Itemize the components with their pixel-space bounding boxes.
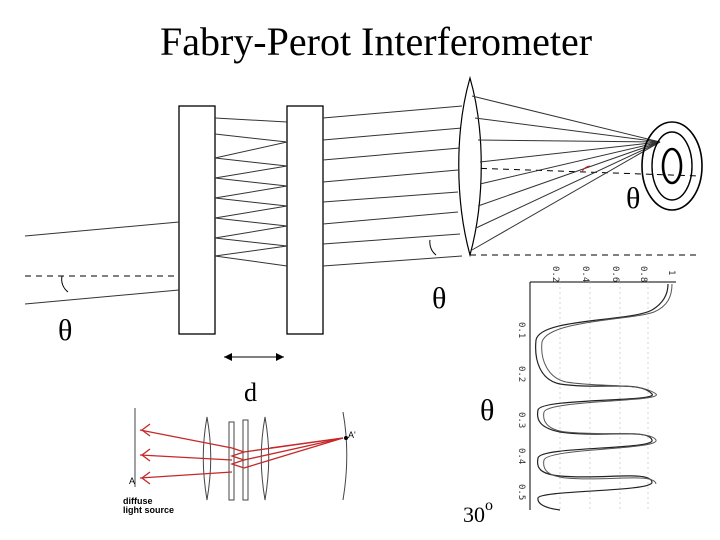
inset-red-rays (139, 423, 344, 485)
etalon-plate-left (178, 105, 216, 335)
inset-setup (134, 408, 348, 501)
profile-tick-top-2: 0.6 (610, 266, 620, 283)
diffuse-source-label: diffuse light source (123, 497, 174, 515)
profile-tick-top-3: 0.8 (638, 266, 648, 283)
image-point-label: A' (348, 430, 356, 440)
angle-arc-left (61, 275, 69, 293)
inset-lens-2 (260, 416, 270, 501)
incoming-rays (24, 221, 180, 305)
profile-tick-left-1: 0.2 (516, 366, 526, 383)
profile-tick-top-0: 0.2 (550, 266, 560, 283)
angle-unit: o (485, 497, 493, 514)
source-point-label: A (129, 476, 136, 486)
profile-tick-left-0: 0.1 (516, 322, 526, 339)
profile-tick-left-3: 0.4 (516, 448, 526, 465)
profile-tick-top-4: 1 (666, 270, 676, 276)
inset-screen (342, 411, 348, 501)
separation-label: d (244, 378, 257, 407)
angle-value-label: 30o (463, 495, 493, 526)
transmission-curve (535, 283, 669, 511)
transmitted-rays (322, 105, 463, 267)
theta-label-incident: θ (58, 314, 73, 347)
transmission-curve-narrow (541, 283, 673, 485)
angle-arc-lens (429, 239, 437, 256)
focused-rays (471, 95, 661, 251)
source-label-line2: light source (123, 505, 175, 515)
theta-label-profile: θ (480, 394, 495, 427)
optical-axis-focal (469, 167, 701, 177)
source-label-line1: diffuse (123, 496, 153, 506)
theta-label-focal: θ (626, 182, 641, 215)
image-point (344, 436, 348, 440)
page-title: Fabry-Perot Interferometer (159, 19, 593, 64)
focusing-lens (458, 75, 482, 258)
profile-tick-left-4: 0.5 (516, 484, 526, 501)
etalon-plate-right (286, 105, 324, 335)
angle-arc-focal (581, 165, 591, 173)
transmission-profile (529, 281, 676, 511)
theta-label-lens: θ (432, 282, 447, 315)
cavity-reflections (214, 117, 288, 267)
profile-tick-left-2: 0.3 (516, 412, 526, 429)
angle-value: 30 (463, 502, 485, 527)
inset-plate-1 (228, 421, 235, 501)
profile-tick-top-1: 0.4 (580, 266, 590, 283)
fringe-rings (641, 121, 703, 211)
